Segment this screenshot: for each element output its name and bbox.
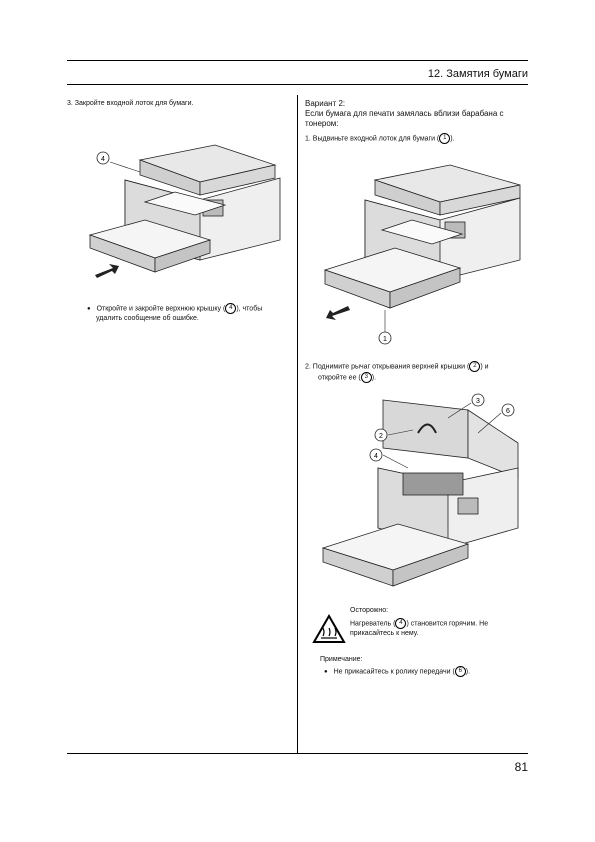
note-title: Примечание:: [320, 656, 363, 663]
caution-text: Нагреватель (4) становится горячим. Не: [350, 618, 489, 629]
step-1-text: 1. Выдвиньте входной лоток для бумаги (1…: [305, 133, 455, 144]
callout-6: 6: [506, 408, 510, 415]
callout-3: 3: [476, 398, 480, 405]
callout-1: 1: [439, 133, 451, 144]
step-2-text-cont: откройте ее (3).: [318, 372, 377, 383]
callout-2: 2: [469, 361, 481, 372]
callout-4: 4: [101, 156, 105, 163]
hot-surface-warning-icon: [312, 614, 346, 643]
note-text: Не прикасайтесь к ролику передачи (6).: [324, 666, 470, 677]
caution-title: Осторожно:: [350, 607, 389, 614]
page-title: 12. Замятия бумаги: [427, 68, 528, 80]
printer-illustration-open-cover: 3 6 2 4: [321, 393, 519, 587]
caution-text-cont: прикасайтесь к нему.: [350, 630, 419, 637]
header-rule-top: [67, 60, 528, 61]
variant-description-cont: тонером:: [305, 119, 339, 128]
callout-3: 3: [360, 372, 372, 383]
printer-illustration-pulling-tray: 1: [323, 164, 521, 345]
callout-4: 4: [395, 618, 407, 629]
header-rule-bottom: [67, 84, 528, 85]
callout-4: 4: [374, 453, 378, 460]
step-3-text: 3. Закройте входной лоток для бумаги.: [67, 100, 194, 107]
step-2-text: 2. Поднимите рычаг открывания верхней кр…: [305, 361, 489, 372]
printer-illustration-closing-tray: 4: [88, 144, 281, 278]
column-divider: [297, 95, 298, 753]
variant-description: Если бумага для печати замялась вблизи б…: [305, 109, 504, 118]
footer-rule: [67, 753, 528, 754]
callout-6: 6: [454, 666, 466, 677]
callout-4: 4: [225, 303, 237, 314]
bullet-open-close-cover-cont: удалить сообщение об ошибке.: [96, 315, 199, 322]
page-number: 81: [514, 760, 528, 774]
bullet-open-close-cover: Откройте и закройте верхнюю крышку (4), …: [87, 303, 262, 314]
callout-1: 1: [383, 336, 387, 343]
variant-title: Вариант 2:: [305, 99, 346, 108]
callout-2: 2: [379, 433, 383, 440]
